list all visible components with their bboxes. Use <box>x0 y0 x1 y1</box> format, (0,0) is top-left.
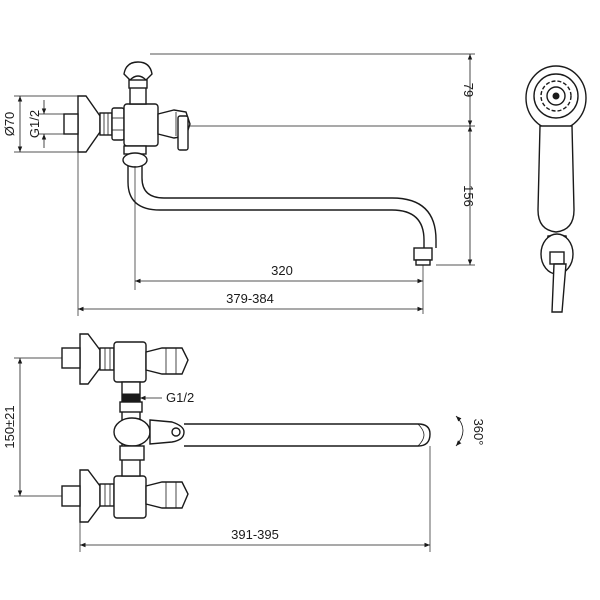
dim-thread-side: G1/2 <box>27 110 42 138</box>
top-diverter-knob <box>149 419 185 445</box>
top-valve-upper <box>113 341 147 383</box>
dim-total-width-bottom: 391-395 <box>231 527 279 542</box>
side-aerator <box>413 247 433 261</box>
top-valve-lower <box>113 475 147 519</box>
side-wall-rosette <box>77 95 101 153</box>
top-spout <box>184 423 431 447</box>
hand-shower <box>525 65 587 313</box>
side-view: 79 156 320 379-384 Ø70 G1/2 <box>2 53 476 316</box>
shower-handle <box>537 125 575 233</box>
dim-spout-height: 156 <box>461 185 476 207</box>
top-handle-lower <box>145 481 189 509</box>
dim-rosette-diameter: Ø70 <box>2 112 17 137</box>
side-nut <box>99 112 113 136</box>
top-diverter <box>113 417 151 447</box>
dim-thread-bottom: G1/2 <box>166 390 194 405</box>
dim-top-height: 79 <box>461 83 476 97</box>
dim-center-distance: 150±21 <box>2 405 17 448</box>
shower-hose <box>551 263 567 313</box>
side-swivel-joint <box>122 152 148 168</box>
side-hook <box>123 61 153 81</box>
top-view: 360° G1/2 150±21 391-395 <box>2 333 486 552</box>
side-spout <box>127 166 425 248</box>
side-mixer-body <box>123 103 159 147</box>
top-rosette-lower <box>79 469 101 523</box>
side-hex-union <box>111 107 125 141</box>
rotation-arrow <box>455 415 464 447</box>
top-rosette-upper <box>79 333 101 385</box>
top-inlet-lower <box>61 485 81 507</box>
top-handle-upper <box>145 347 189 375</box>
side-handle-cap <box>177 115 189 151</box>
dim-rotation: 360° <box>471 419 486 446</box>
dim-spout-reach: 320 <box>271 263 293 278</box>
side-inlet-stub <box>63 113 79 135</box>
top-inlet-upper <box>61 347 81 369</box>
dim-total-width-side: 379-384 <box>226 291 274 306</box>
top-g12-nut <box>121 393 141 403</box>
